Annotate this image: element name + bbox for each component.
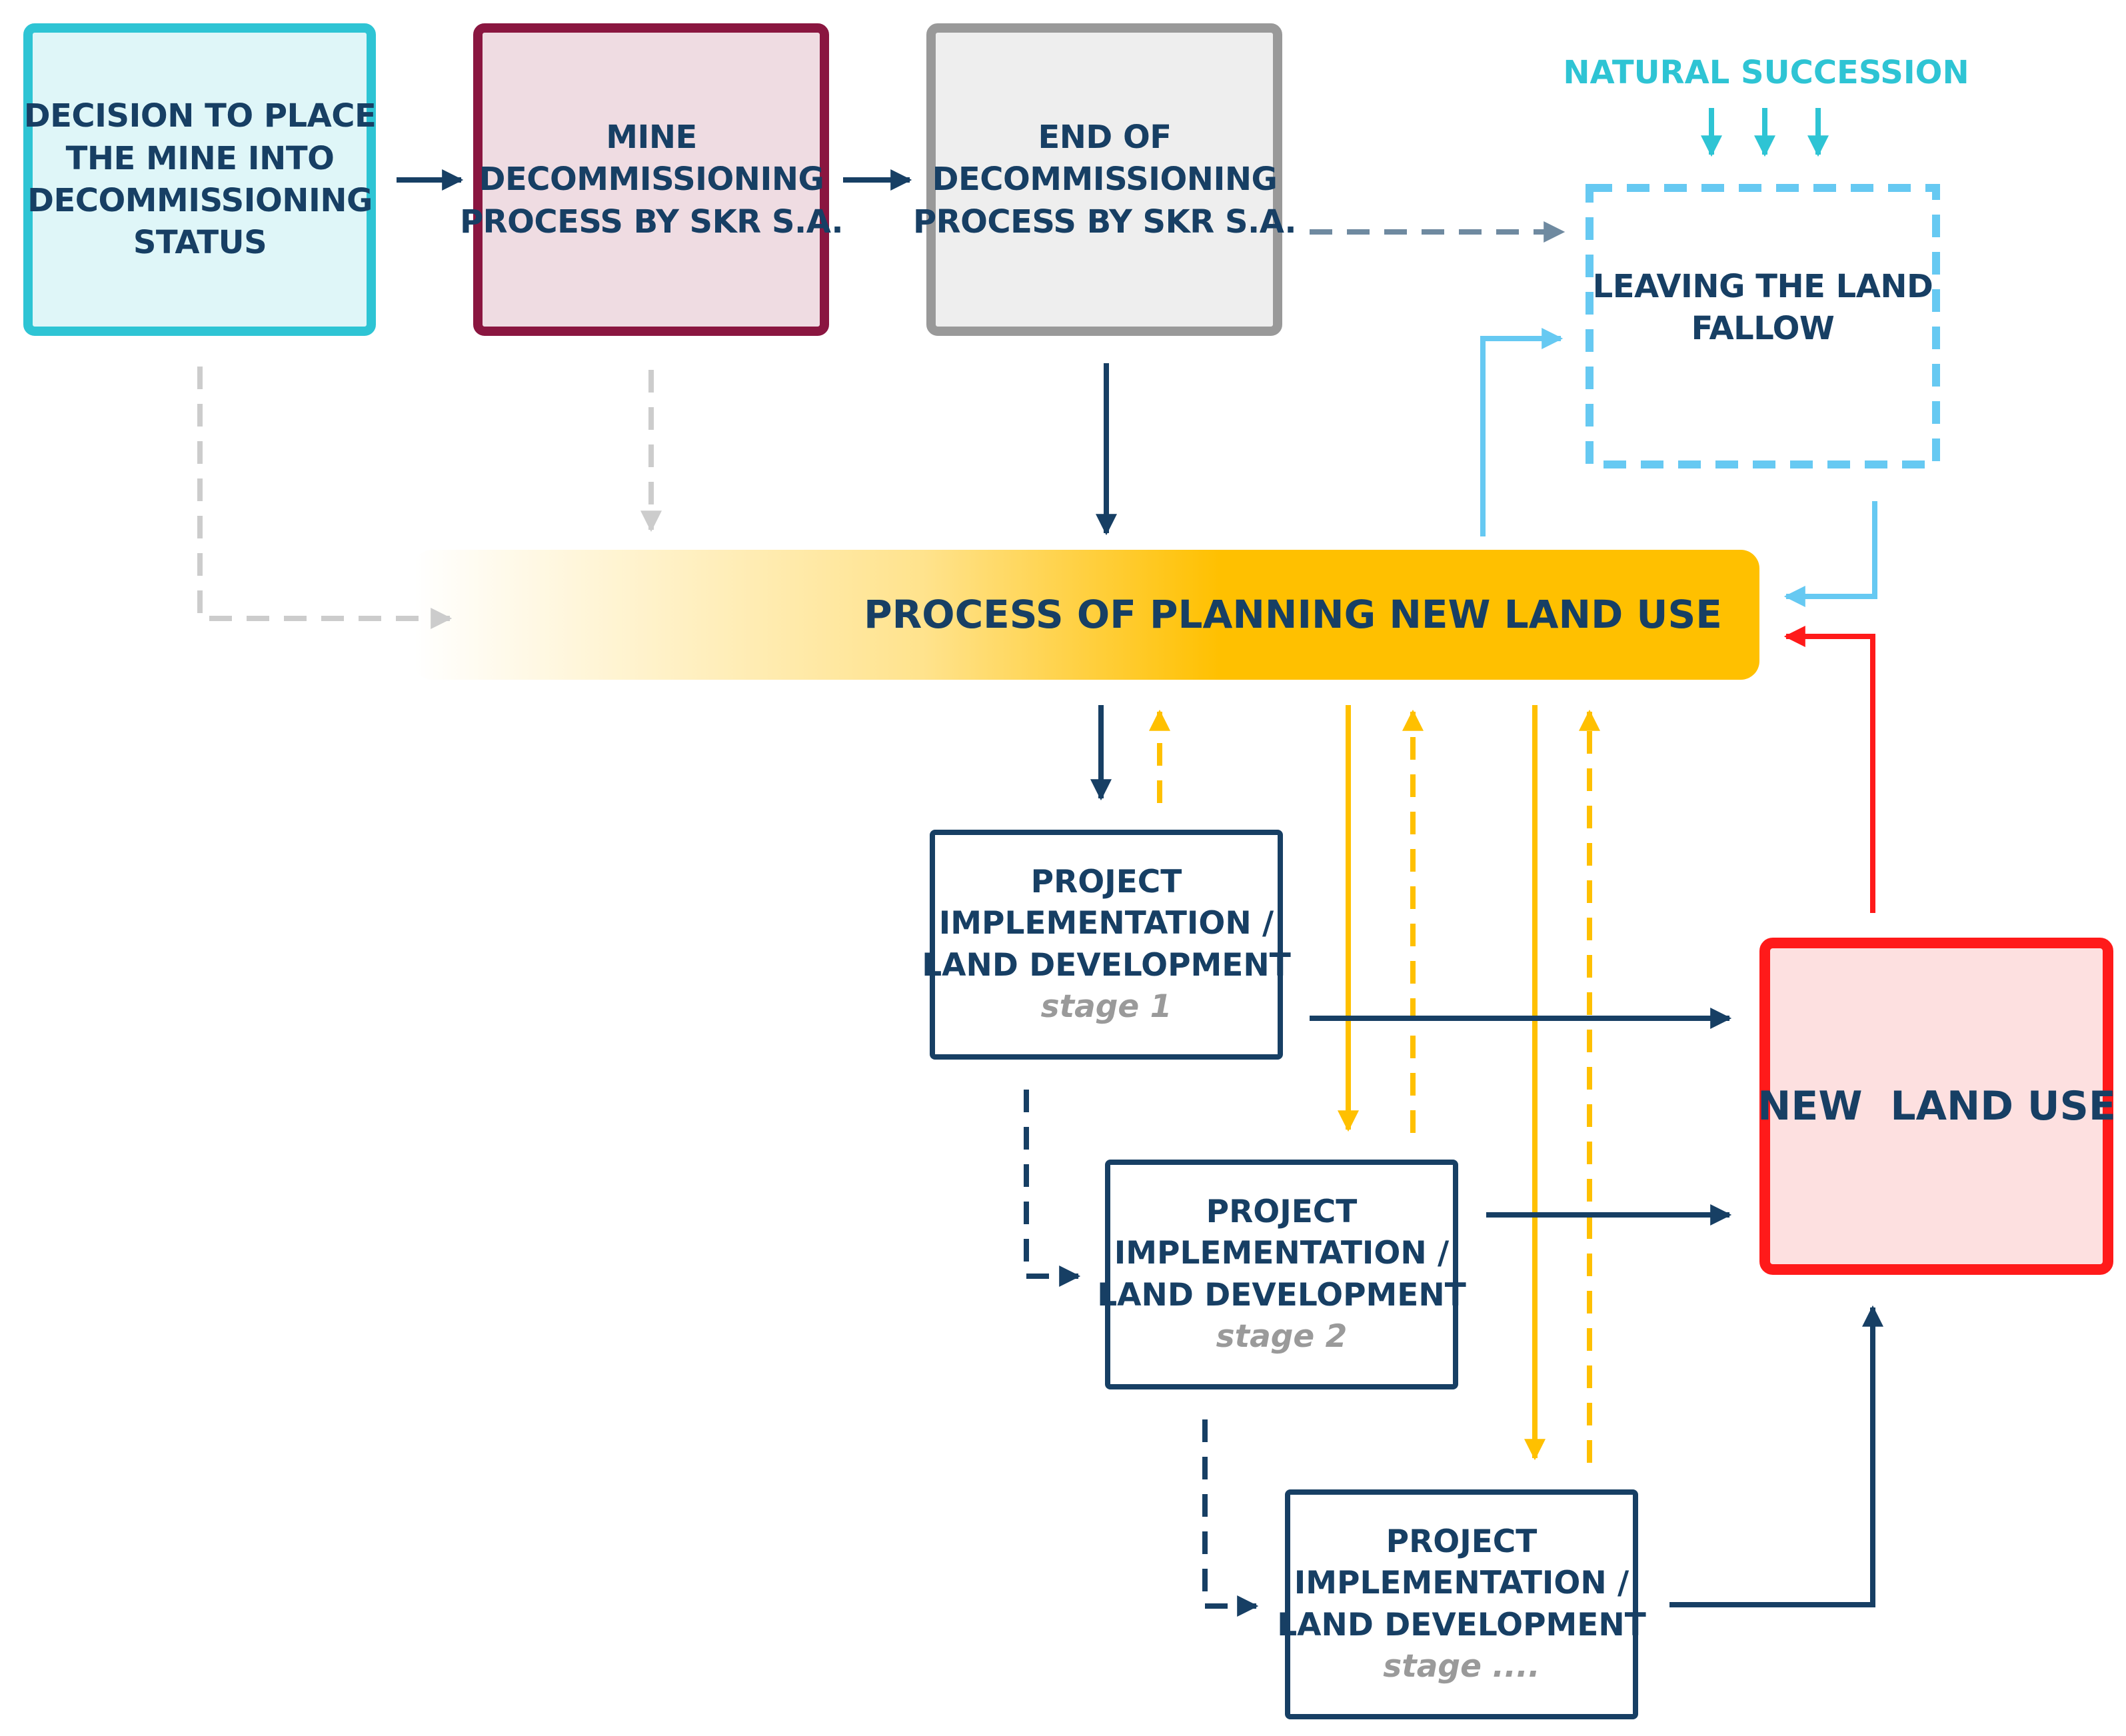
stage1-line-3: LAND DEVELOPMENT — [922, 946, 1291, 984]
stage1-stage-label: stage 1 — [1040, 988, 1172, 1025]
mine-decommissioning-box: MINE DECOMMISSIONING PROCESS BY SKR S.A. — [460, 33, 844, 327]
end-line-1: END OF — [1038, 118, 1172, 156]
mine-line-2: DECOMMISSIONING — [479, 161, 824, 199]
arrow-stage3-to-new-land-use — [1669, 1305, 1883, 1607]
stage2-line-2: IMPLEMENTATION / — [1114, 1235, 1450, 1272]
mine-line-1: MINE — [606, 118, 697, 156]
stage1-line-2: IMPLEMENTATION / — [938, 905, 1274, 942]
stage3-line-1: PROJECT — [1386, 1523, 1538, 1561]
stage3-stage-label: stage .... — [1383, 1647, 1540, 1685]
natural-succession-text: NATURAL SUCCESSION — [1563, 54, 1969, 92]
leaving-fallow-box-shape — [1586, 184, 1940, 468]
new-land-use-box-shape — [1759, 938, 2113, 1275]
planning-title: PROCESS OF PLANNING NEW LAND USE — [864, 592, 1722, 638]
decision-line-4: STATUS — [133, 224, 267, 262]
project-stage-1-box: PROJECT IMPLEMENTATION / LAND DEVELOPMEN… — [922, 830, 1291, 1060]
arrow-stage2-to-stage3-dashed — [1202, 1419, 1259, 1617]
new-land-use-text: NEW LAND USE — [1757, 1082, 2116, 1130]
planning-bar-shape — [413, 550, 1759, 680]
stage3-line-3: LAND DEVELOPMENT — [1277, 1606, 1646, 1643]
project-stage-3-box: PROJECT IMPLEMENTATION / LAND DEVELOPMEN… — [1277, 1489, 1646, 1719]
end-decommissioning-box: END OF DECOMMISSIONING PROCESS BY SKR S.… — [913, 33, 1297, 327]
decision-box: DECISION TO PLACE THE MINE INTO DECOMMIS… — [24, 33, 377, 327]
arrow-stage1-to-stage2-dashed — [1024, 1090, 1081, 1287]
natural-succession-label: NATURAL SUCCESSION — [1553, 47, 1979, 100]
arrow-new-land-use-to-planning — [1783, 626, 1875, 913]
stage2-stage-label: stage 2 — [1216, 1317, 1348, 1355]
stage2-line-1: PROJECT — [1206, 1194, 1358, 1231]
fallow-line-1: LEAVING THE LAND — [1592, 267, 1933, 305]
arrow-planning-to-fallow — [1480, 328, 1564, 536]
stage2-line-3: LAND DEVELOPMENT — [1097, 1276, 1466, 1313]
decision-box-shape — [23, 23, 376, 336]
fallow-line-2: FALLOW — [1691, 310, 1835, 347]
arrow-decision-to-planning-dashed — [197, 367, 453, 629]
leaving-fallow-box: LEAVING THE LAND FALLOW — [1593, 195, 1933, 458]
decision-line-2: THE MINE INTO — [65, 139, 335, 177]
stage1-line-1: PROJECT — [1030, 864, 1182, 901]
stage3-line-2: IMPLEMENTATION / — [1294, 1565, 1629, 1602]
end-decommissioning-box-shape — [926, 23, 1282, 336]
mine-line-3: PROCESS BY SKR S.A. — [459, 203, 844, 241]
planning-bar: PROCESS OF PLANNING NEW LAND USE — [864, 550, 1722, 680]
end-line-3: PROCESS BY SKR S.A. — [912, 203, 1297, 241]
decision-line-3: DECOMMISSIONING — [27, 182, 373, 219]
new-land-use-box: NEW LAND USE — [1757, 948, 2116, 1265]
decision-line-1: DECISION TO PLACE — [23, 97, 377, 135]
arrow-fallow-to-planning — [1783, 501, 1877, 607]
mine-decommissioning-box-shape — [473, 23, 829, 336]
end-line-2: DECOMMISSIONING — [932, 161, 1278, 199]
project-stage-2-box: PROJECT IMPLEMENTATION / LAND DEVELOPMEN… — [1097, 1160, 1466, 1389]
